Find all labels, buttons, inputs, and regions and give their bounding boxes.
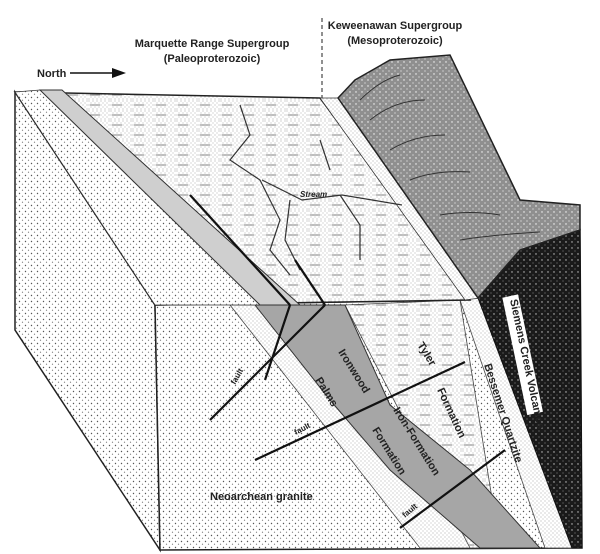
granite-label: Neoarchean granite <box>210 491 313 503</box>
top-iron-formation <box>38 89 302 306</box>
stream-label: Stream <box>300 190 327 199</box>
keweenawan-hills <box>337 54 581 300</box>
keweenawan-label: Keweenawan Supergroup <box>328 20 463 32</box>
fault-lines <box>189 194 506 529</box>
north-arrowhead <box>112 68 126 78</box>
keweenawan-age: (Mesoproterozoic) <box>347 35 443 47</box>
ironwood-iron-formation-band <box>253 304 542 549</box>
marquette-age: (Paleoproterozoic) <box>164 53 261 65</box>
marquette-label: Marquette Range Supergroup <box>135 38 290 50</box>
siemens-label-box <box>502 294 543 416</box>
hill-ridge-lines <box>359 74 541 241</box>
top-bessemer-strip <box>319 97 481 301</box>
north-label: North <box>37 68 67 80</box>
